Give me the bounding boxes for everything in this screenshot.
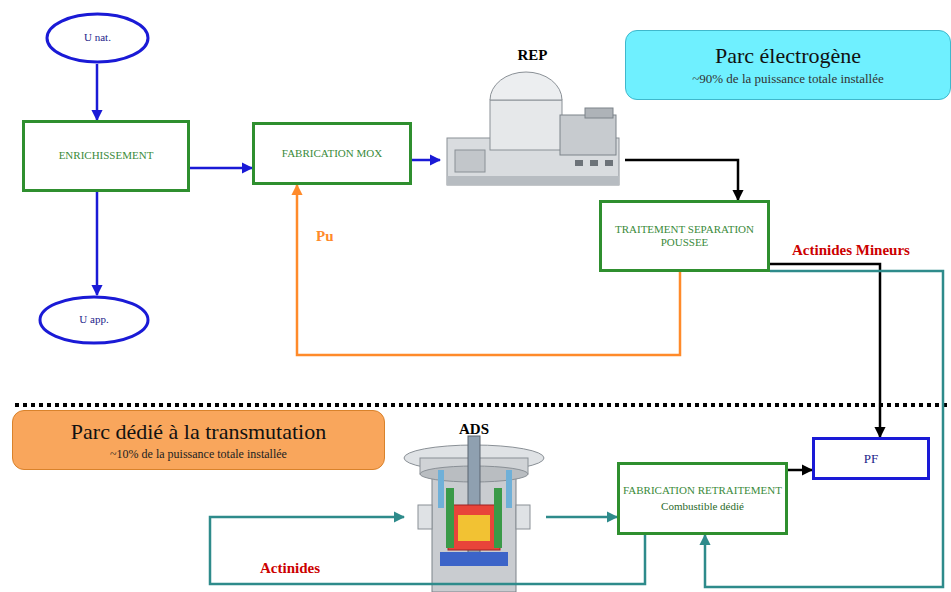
source-ellipse: U nat. <box>45 12 150 64</box>
text-group: ADS <box>459 420 489 438</box>
node-subtitle: ~90% de la puissance totale installée <box>692 71 884 87</box>
node-title: ADS <box>459 420 489 438</box>
edge-label: Actinides <box>258 560 322 577</box>
reactor-illustration <box>447 72 619 185</box>
reactor-node: REP <box>440 46 625 188</box>
output-box: PF <box>812 437 930 480</box>
text-group: Parc électrogène ~90% de la puissance tot… <box>692 43 884 87</box>
node-title: REP <box>518 46 548 64</box>
flow-arrow <box>770 264 880 437</box>
flow-arrow <box>96 192 99 295</box>
node-title: FABRICATION MOX <box>282 147 382 160</box>
flow-arrow <box>210 517 645 584</box>
separator-line <box>15 403 951 407</box>
node-title: FABRICATION RETRAITEMENT <box>623 484 782 497</box>
process-box: FABRICATION RETRAITEMENT Combustible dédi… <box>617 462 788 535</box>
flow-arrow <box>788 469 812 472</box>
flow-arrow <box>625 160 738 200</box>
text-group: REP <box>518 46 548 64</box>
node-title: U app. <box>79 313 108 326</box>
text-group: FABRICATION MOX <box>282 147 382 160</box>
process-box: TRAITEMENT SEPARATION POUSSEE <box>599 200 770 272</box>
node-title: Parc électrogène <box>692 43 884 69</box>
text-group: U app. <box>79 313 108 326</box>
node-subtitle: ~10% de la puissance totale installée <box>71 447 326 461</box>
text-group: U nat. <box>84 31 111 44</box>
flow-arrow <box>705 271 943 587</box>
flow-arrow <box>190 167 252 170</box>
flow-arrow <box>546 516 617 519</box>
node-title: U nat. <box>84 31 111 44</box>
output-ellipse: U app. <box>38 295 150 345</box>
text-group: ENRICHISSEMENT <box>59 149 154 162</box>
node-title: PF <box>864 451 878 467</box>
banner-box: Parc dédié à la transmutation ~10% de la … <box>12 410 385 470</box>
process-box: ENRICHISSEMENT <box>22 120 190 192</box>
text-group: FABRICATION RETRAITEMENT Combustible dédi… <box>623 484 782 512</box>
ellipse-outline <box>40 297 148 343</box>
node-title: Parc dédié à la transmutation <box>71 419 326 445</box>
node-title: TRAITEMENT SEPARATION POUSSEE <box>602 223 767 249</box>
flow-arrow <box>96 64 99 120</box>
process-box: FABRICATION MOX <box>252 122 412 185</box>
node-title: ENRICHISSEMENT <box>59 149 154 162</box>
text-group: Parc dédié à la transmutation ~10% de la … <box>71 419 326 462</box>
ellipse-outline <box>47 14 148 62</box>
text-group: PF <box>864 451 878 467</box>
node-subtitle: Combustible dédié <box>623 500 782 513</box>
ads-node: ADS <box>400 420 548 592</box>
edge-label: Actinides Mineurs <box>790 242 912 259</box>
text-group: TRAITEMENT SEPARATION POUSSEE <box>602 223 767 249</box>
banner-box: Parc électrogène ~90% de la puissance tot… <box>625 30 951 100</box>
ads-illustration <box>404 436 544 592</box>
edge-label: Pu <box>314 228 336 245</box>
flow-arrow <box>412 159 440 162</box>
